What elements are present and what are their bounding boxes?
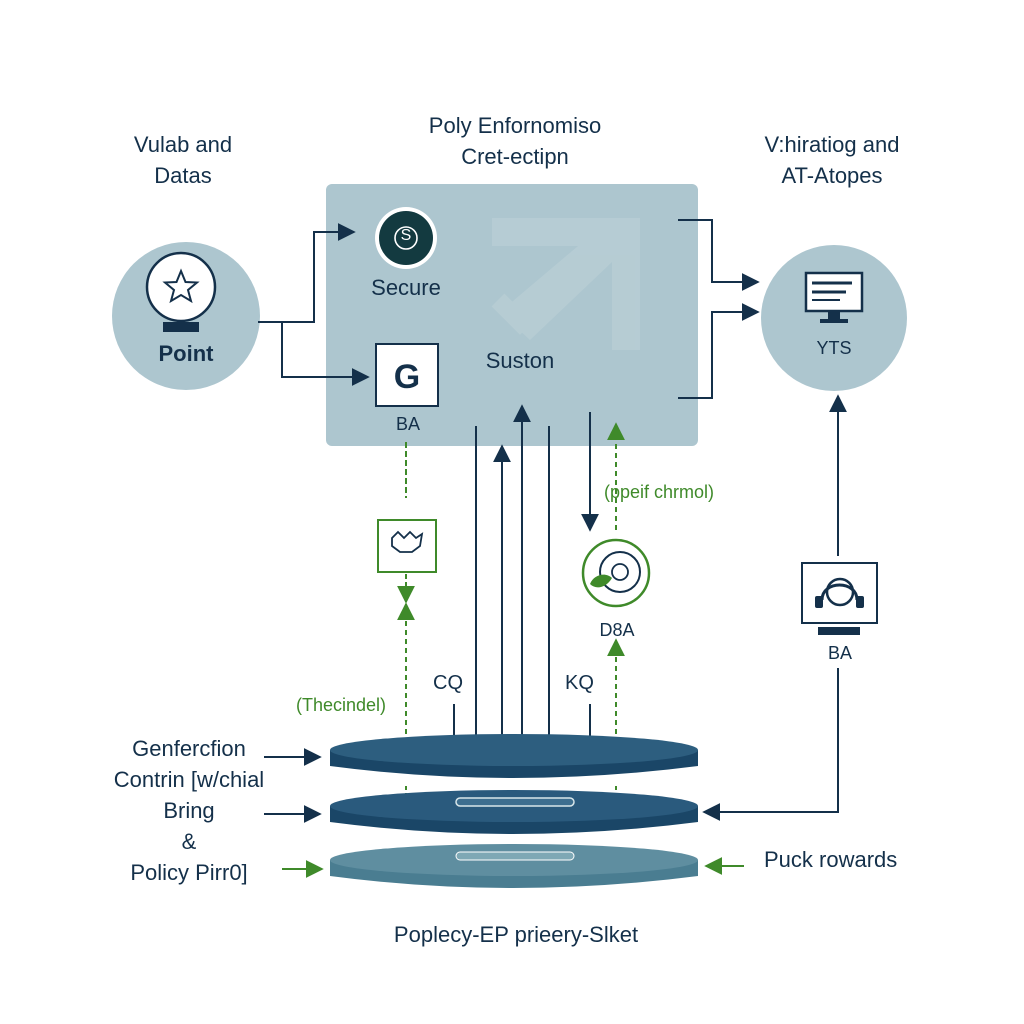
arrow-panel-to-yts-upper bbox=[678, 219, 760, 291]
secure-icon bbox=[375, 207, 437, 269]
stack-left-line5: Policy Pirr0] bbox=[130, 860, 248, 885]
disk-top bbox=[330, 734, 698, 778]
secure-label: Secure bbox=[371, 275, 441, 300]
top-left-title: Vulab and Datas bbox=[134, 129, 232, 191]
stack-left-label: Genfercfion Contrin [w/chial Bring & Pol… bbox=[100, 733, 278, 888]
arrow-panel-to-yts-lower bbox=[678, 303, 760, 399]
green-right-label: (ppeif chrmol) bbox=[604, 482, 715, 502]
green-left-label: (Thecindel) bbox=[296, 695, 387, 715]
d8a-label: D8A bbox=[599, 620, 635, 640]
top-center-title-line2: Cret-ectipn bbox=[461, 144, 569, 169]
g-glyph: G bbox=[393, 358, 421, 396]
stack-left-line3: Bring bbox=[163, 798, 215, 823]
stack-left-line1: Genfercfion bbox=[132, 736, 246, 761]
arrow-to-g bbox=[258, 321, 370, 386]
top-left-title-line1: Vulab and bbox=[133, 132, 233, 157]
stack-left-line4: & bbox=[181, 829, 197, 854]
top-right-title: V:hiratiog and AT-Atopes bbox=[765, 129, 900, 191]
yts-node bbox=[761, 245, 907, 391]
top-right-title-line1: V:hiratiog and bbox=[764, 132, 900, 157]
ba-right-label: BA bbox=[827, 643, 853, 663]
puck-rowards-label: Puck rowards bbox=[764, 847, 898, 872]
disk-bottom bbox=[330, 844, 698, 888]
ba-left-label: BA bbox=[395, 414, 421, 434]
top-right-title-line2: AT-Atopes bbox=[781, 163, 883, 188]
yts-label: YTS bbox=[816, 338, 852, 358]
cq-label: CQ bbox=[433, 672, 463, 694]
arrow-to-middle-disk bbox=[702, 668, 839, 821]
wolf-icon-box bbox=[377, 519, 437, 573]
top-center-title-line1: Poly Enfornomiso bbox=[428, 113, 602, 138]
top-center-title: Poly Enfornomiso Cret-ectipn bbox=[429, 110, 601, 172]
kq-label: KQ bbox=[565, 672, 594, 694]
stack-left-line2: Contrin [w/chial bbox=[113, 767, 265, 792]
g-box bbox=[375, 343, 439, 407]
arrow-to-secure bbox=[258, 223, 356, 323]
point-node bbox=[112, 242, 260, 390]
watermark-check-icon bbox=[491, 218, 640, 350]
headset-monitor-icon bbox=[801, 562, 878, 635]
disk-middle bbox=[330, 790, 698, 834]
top-left-title-line2: Datas bbox=[154, 163, 212, 188]
secure-icon-glyph: S bbox=[400, 227, 412, 244]
point-label: Point bbox=[158, 341, 214, 366]
bottom-title: Poplecy-EP prieery-Slket bbox=[393, 922, 639, 947]
suston-label: Suston bbox=[485, 348, 555, 373]
gauge-icon bbox=[581, 538, 651, 608]
